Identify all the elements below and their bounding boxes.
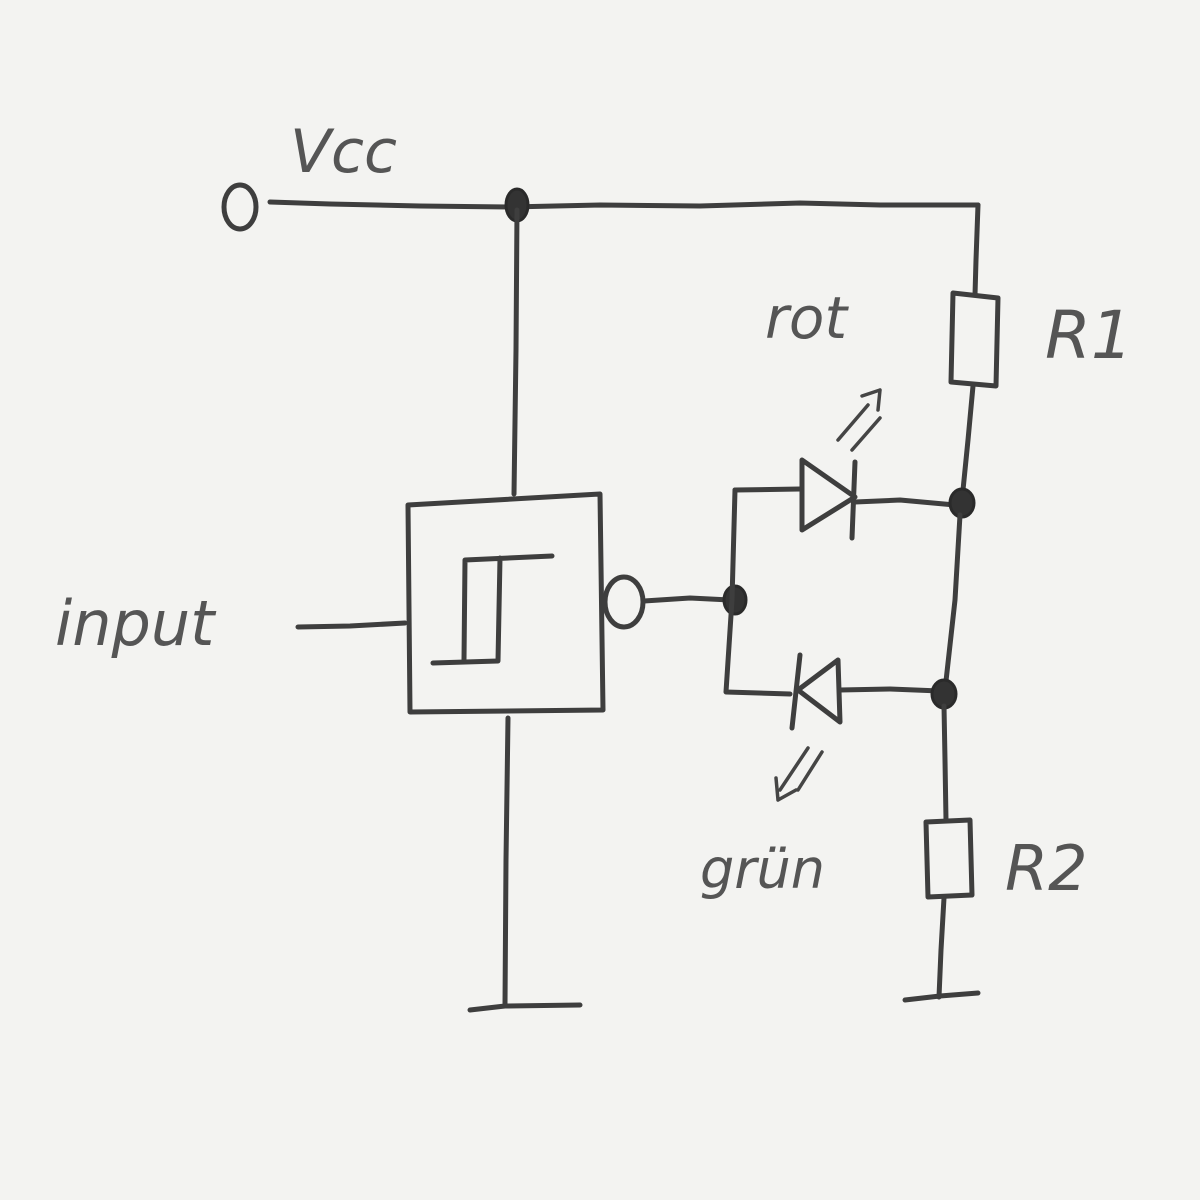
input-label: input (55, 587, 217, 660)
resistor-r2-label: R2 (1005, 832, 1088, 905)
vcc-label: Vcc (290, 117, 397, 187)
red-led-feed-wire (732, 486, 803, 493)
red-light-arrows-icon (836, 388, 882, 452)
input-wire (295, 620, 408, 630)
r2-bottom-wire (936, 895, 947, 1000)
r1-top-wire (972, 202, 981, 298)
green-led-triangle (795, 657, 843, 725)
resistor-r2-body (923, 817, 975, 900)
r1-junction (948, 487, 976, 519)
resistor-r1 (948, 290, 1001, 389)
green-light-arrows-icon (774, 746, 824, 802)
resistor-r1-label: R1 (1045, 297, 1133, 374)
vcc-rail (221, 182, 981, 232)
hysteresis-icon (430, 553, 555, 666)
green-led (774, 652, 943, 802)
gate-body (405, 491, 606, 715)
output-junction (722, 584, 748, 616)
vcc-terminal (221, 182, 259, 232)
output-wire (641, 595, 733, 604)
middle-wire (942, 512, 963, 693)
ground-symbol (902, 990, 981, 1003)
r1-bottom-wire (959, 383, 976, 503)
green-led-bar (789, 652, 803, 731)
green-led-right-wire (837, 686, 943, 694)
r2-top-wire (941, 703, 949, 823)
gate-ground-wire (502, 715, 511, 1008)
vcc-wire (267, 199, 981, 210)
red-led-right-wire (852, 497, 958, 508)
led-branch-wire (723, 487, 793, 697)
ground-symbol (467, 1002, 583, 1013)
red-led (799, 388, 958, 541)
resistor-r1-body (948, 290, 1001, 389)
resistor-r2 (923, 817, 975, 900)
inverter-bubble (602, 574, 646, 630)
gate-supply-wire (511, 207, 520, 497)
red-led-label: rot (765, 284, 849, 352)
red-led-triangle (799, 457, 858, 533)
schmitt-trigger-inverter (405, 491, 646, 715)
green-led-label: grün (700, 838, 825, 901)
